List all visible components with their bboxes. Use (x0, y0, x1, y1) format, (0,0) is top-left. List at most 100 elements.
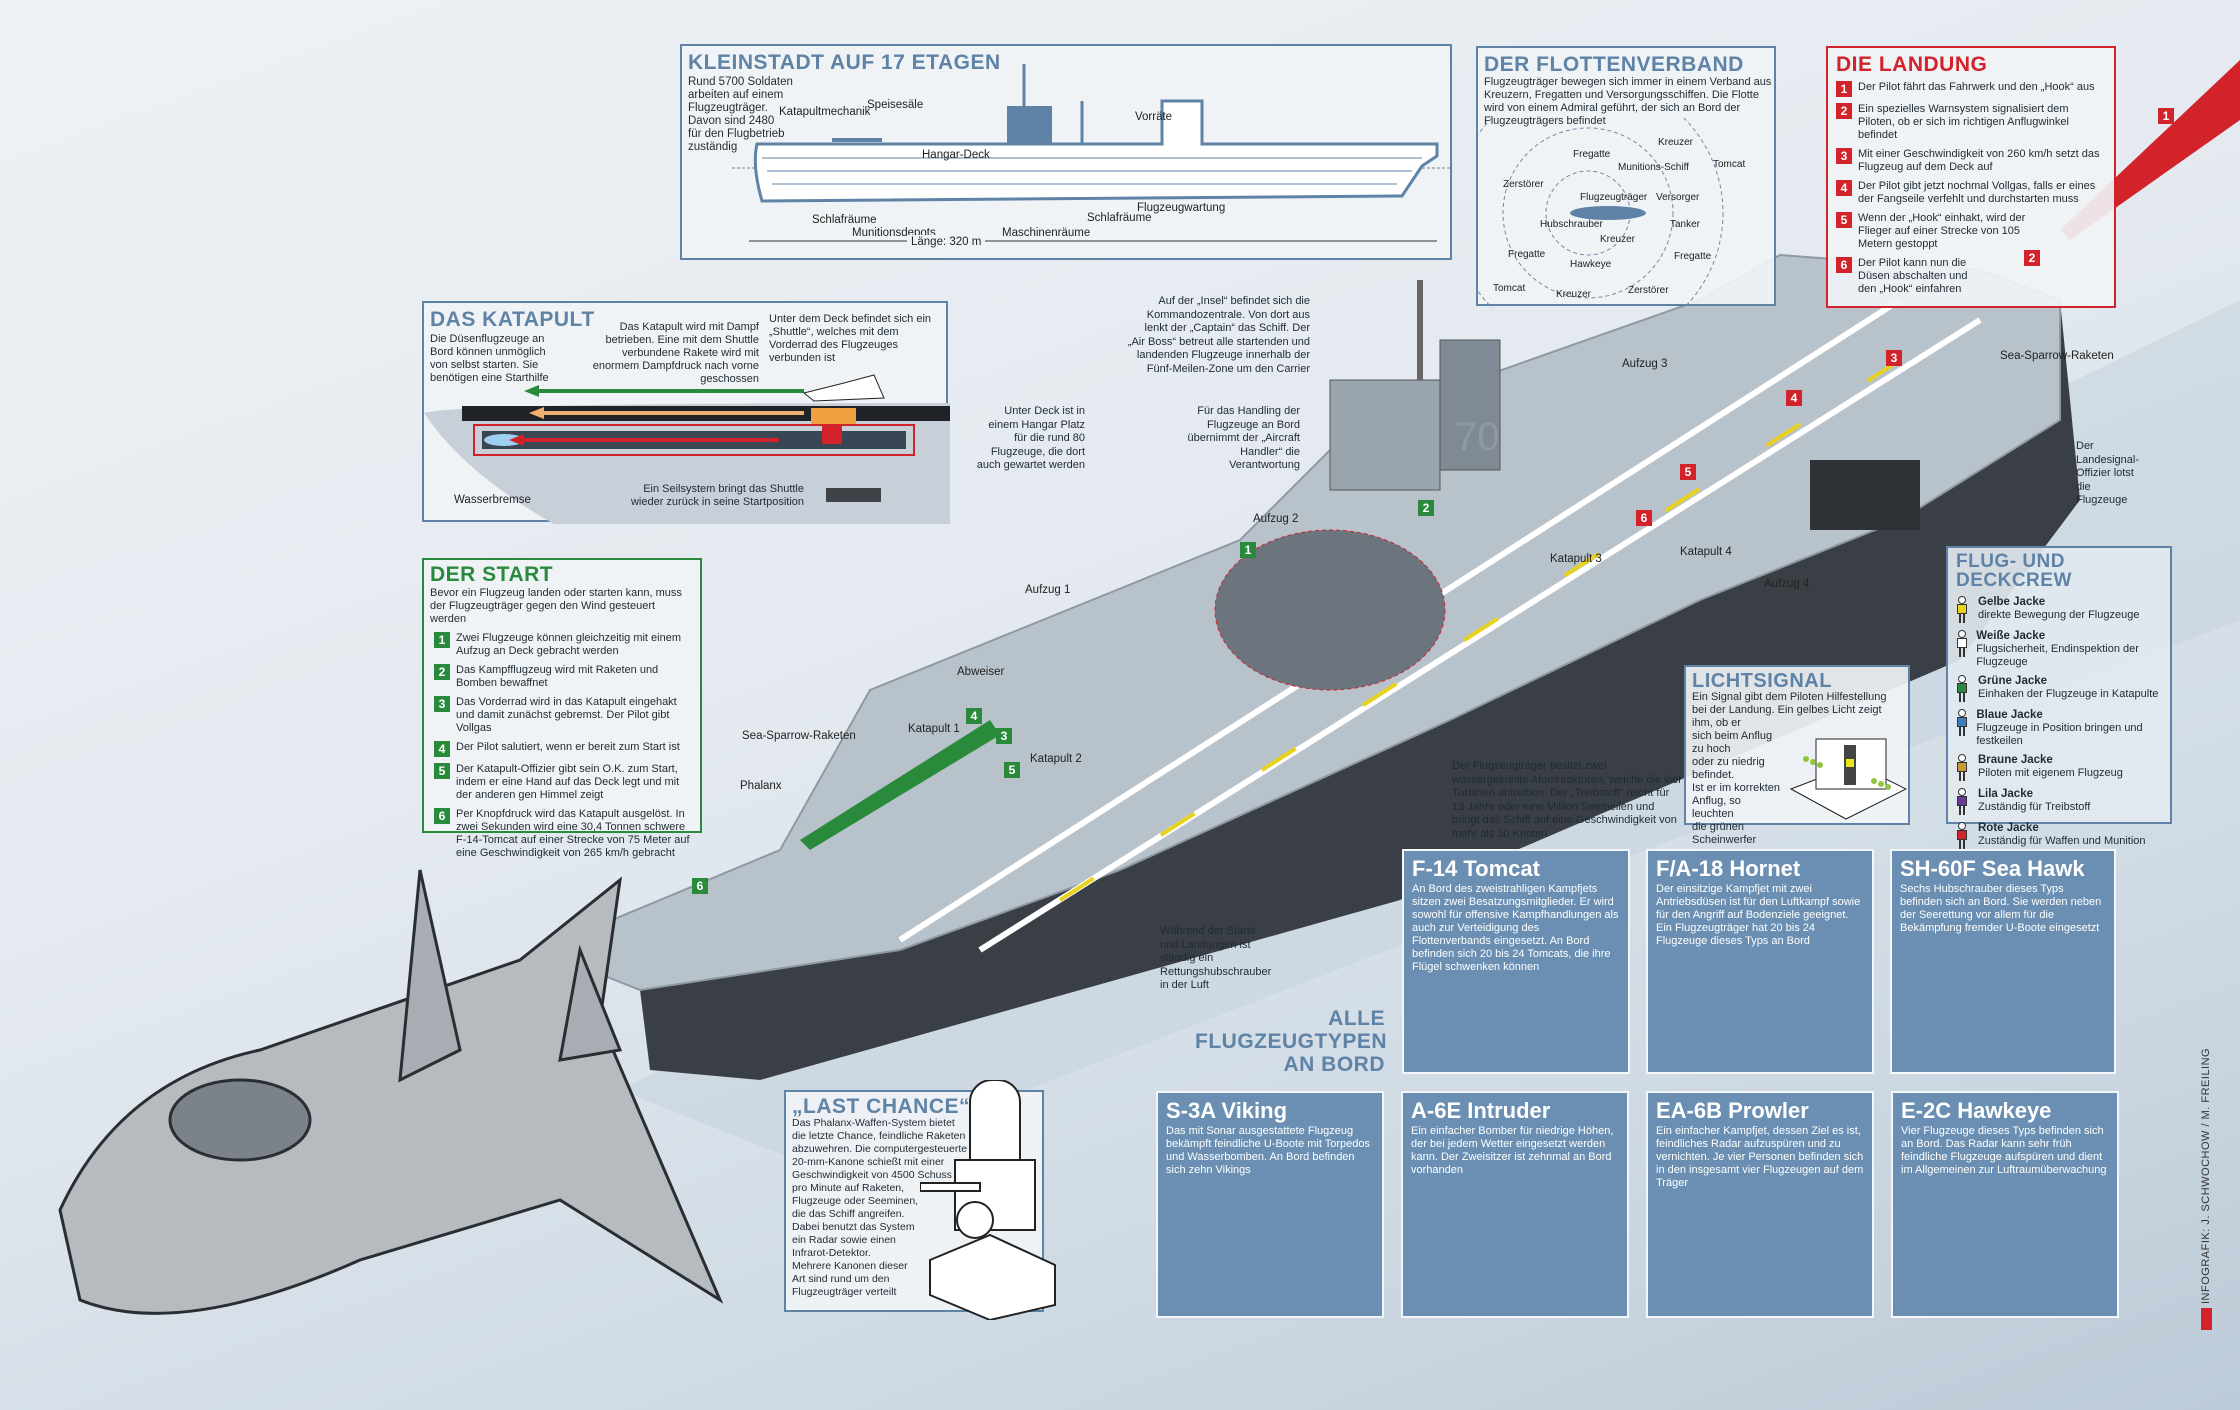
step-text: Der Pilot fährt das Fahrwerk und den „Ho… (1858, 81, 2095, 93)
alle-typen-heading: ALLE FLUGZEUGTYPEN AN BORD (1195, 1007, 1388, 1076)
crew-figure-icon (1956, 675, 1968, 703)
flottenverband-text: Flugzeugträger bewegen sich immer in ein… (1484, 76, 1772, 127)
step-text: Der Pilot salutiert, wenn er bereit zum … (456, 741, 680, 753)
text-line: Geschwindigkeit von 4500 Schuss (792, 1169, 952, 1181)
fleet-unit: Fregatte (1508, 249, 1546, 260)
katapult-seilsystem: Ein Seilsystem bringt das Shuttle wieder… (630, 483, 804, 508)
landing-marker: 2 (2024, 250, 2040, 266)
fleet-unit: Munitions-Schiff (1618, 162, 1689, 173)
step-text: Das Vorderrad wird in das Katapult einge… (456, 696, 677, 734)
step-number: 2 (434, 664, 450, 680)
intro-line: Rund 5700 Soldaten (688, 76, 793, 88)
deck-marker-green: 5 (1004, 762, 1020, 778)
crew-figure-icon (1956, 822, 1968, 850)
intro-line: Flugzeugträger. (688, 102, 768, 114)
step-text: Zwei Flugzeuge können gleichzeitig mit e… (456, 632, 682, 657)
kleinstadt-panel: KLEINSTADT AUF 17 ETAGEN Rund 5700 Solda… (680, 44, 1452, 260)
katapult-title: DAS KATAPULT (430, 308, 595, 331)
elevator-4-cutout (1810, 460, 1920, 530)
credit: INFOGRAFIK: J. SCHWOCHOW / M. FREILING (2200, 1048, 2212, 1330)
heading-line: FLUGZEUGTYPEN (1195, 1030, 1388, 1053)
deck-marker-red: 6 (1636, 510, 1652, 526)
crew-figure-icon (1956, 788, 1968, 816)
label-laenge: Länge: 320 m (907, 235, 986, 249)
lichtsignal-panel: LICHTSIGNAL Ein Signal gibt dem Piloten … (1684, 665, 1910, 846)
arrow-left-icon (509, 434, 524, 446)
publisher-logo (2200, 1308, 2212, 1330)
shuttle-icon (811, 408, 856, 424)
kleinstadt-intro: Rund 5700 Soldaten arbeiten auf einem Fl… (688, 76, 793, 154)
label-maschinenraeume: Maschinenräume (1002, 227, 1091, 239)
text-line: die das Schiff angreifen. (792, 1208, 905, 1220)
annotation-hangar: Unter Deck ist in einem Hangar Platz für… (976, 405, 1085, 471)
aircraft-desc: Das mit Sonar ausgestattete Flugzeug bek… (1166, 1125, 1371, 1176)
annotation-lso: Der Landesignal-Offizier lotst die Flugz… (2076, 440, 2139, 506)
green-lights-icon (1803, 756, 1891, 790)
label-schlafraeume-aft: Schlafräume (1087, 212, 1152, 224)
lichtsignal-line: sich beim Anflug zu hoch (1692, 730, 1773, 755)
crew-desc: Flugzeuge in Position bringen und festke… (1976, 722, 2143, 747)
crew-figure-icon (1956, 630, 1967, 658)
intro-line: zuständig (688, 141, 738, 153)
start-intro: Bevor ein Flugzeug landen oder starten k… (430, 587, 682, 625)
step-text: Per Knopfdruck wird das Katapult ausgelö… (456, 808, 690, 859)
aircraft-card-e2c: E-2C Hawkeye Vier Flugzeuge dieses Typs … (1891, 1091, 2119, 1318)
aircraft-card-fa18: F/A-18 Hornet Der einsitzige Kampfjet mi… (1646, 849, 1874, 1074)
lichtsignal-line: oder zu niedrig befindet. (1692, 756, 1765, 781)
katapult-shuttle: Unter dem Deck befindet sich ein „Shuttl… (769, 313, 932, 364)
label-hangar-deck: Hangar-Deck (922, 149, 990, 161)
arrow-left-icon (529, 407, 544, 419)
deck-marker-red: 3 (1886, 350, 1902, 366)
crew-name: Gelbe Jacke (1978, 596, 2046, 608)
aircraft-name: SH-60F Sea Hawk (1900, 856, 2085, 881)
label-katapult-2: Katapult 2 (1030, 753, 1082, 765)
step-text: Mit einer Geschwindigkeit von 260 km/h s… (1858, 148, 2100, 173)
step-number: 4 (1836, 180, 1852, 196)
flottenverband-title: DER FLOTTENVERBAND (1484, 53, 1744, 76)
fleet-unit: Tomcat (1493, 283, 1526, 294)
deck-marker-green: 2 (1418, 500, 1434, 516)
lichtsignal-text: Ein Signal gibt dem Piloten Hilfestellun… (1692, 691, 1887, 729)
label-katapult-3: Katapult 3 (1550, 553, 1602, 565)
landung-title: DIE LANDUNG (1836, 53, 1988, 76)
start-panel: DER START Bevor ein Flugzeug landen oder… (422, 558, 702, 859)
step-text: Der Katapult-Offizier gibt sein O.K. zum… (456, 763, 680, 801)
catapult-diagram (424, 374, 950, 524)
crew-desc: Flugsicherheit, Endinspektion der Flugze… (1976, 643, 2139, 668)
aircraft-name: E-2C Hawkeye (1901, 1098, 2052, 1123)
aircraft-card-a6e: A-6E Intruder Ein einfacher Bomber für n… (1401, 1091, 1629, 1318)
crew-name: Grüne Jacke (1978, 675, 2048, 687)
aircraft-desc: Der einsitzige Kampfjet mit zwei Antrieb… (1656, 883, 1861, 947)
label-phalanx: Phalanx (740, 780, 782, 792)
text-line: Dabei benutzt das System (792, 1221, 915, 1233)
deck-marker-green: 3 (996, 728, 1012, 744)
launch-arrow (800, 720, 1000, 850)
crew-desc: Zuständig für Waffen und Munition (1978, 835, 2146, 847)
katapult-dampf: Das Katapult wird mit Dampf betrieben. E… (592, 321, 759, 385)
fleet-unit: Zerstörer (1503, 179, 1544, 190)
label-sea-sparrow-front: Sea-Sparrow-Raketen (742, 730, 856, 742)
label-katapult-1: Katapult 1 (908, 723, 960, 735)
fleet-unit: Fregatte (1573, 149, 1611, 160)
step-number: 4 (434, 741, 450, 757)
crew-figure-icon (1956, 754, 1968, 782)
intro-line: für den Flugbetrieb (688, 128, 785, 140)
annotation-handler: Für das Handling der Flugzeuge an Bord ü… (1187, 405, 1300, 471)
text-line: pro Minute auf Raketen, (792, 1182, 905, 1194)
